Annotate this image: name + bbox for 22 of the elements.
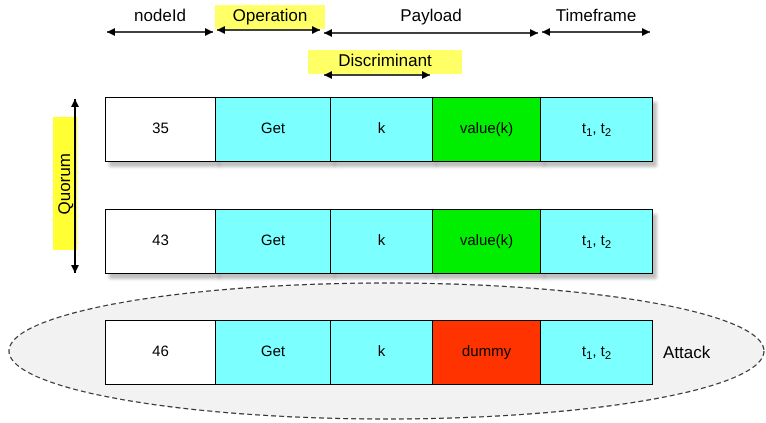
record-field: Get bbox=[215, 209, 331, 274]
dimension-label: Timeframe bbox=[554, 5, 638, 27]
record-field: value(k) bbox=[432, 209, 541, 274]
record-field: 46 bbox=[105, 320, 216, 385]
record-field: 35 bbox=[105, 97, 216, 162]
record-field: t$_{1}$, t$_{2}$ bbox=[540, 97, 653, 162]
record-field: t$_{1}$, t$_{2}$ bbox=[540, 209, 653, 274]
axis-label: Quorum bbox=[53, 117, 77, 250]
record-field: k bbox=[330, 320, 433, 385]
record-field: 43 bbox=[105, 209, 216, 274]
dimension-label: Operation bbox=[215, 5, 325, 29]
record-field: dummy bbox=[432, 320, 541, 385]
group-label: Attack bbox=[663, 342, 710, 364]
record-field: t$_{1}$, t$_{2}$ bbox=[540, 320, 653, 385]
record-field: Get bbox=[215, 320, 331, 385]
dimension-label: nodeId bbox=[133, 5, 187, 27]
record-field: Get bbox=[215, 97, 331, 162]
record-field: k bbox=[330, 209, 433, 274]
dimension-label: Payload bbox=[399, 5, 463, 27]
record-field: k bbox=[330, 97, 433, 162]
dimension-label: Discriminant bbox=[308, 50, 462, 74]
record-field: value(k) bbox=[432, 97, 541, 162]
